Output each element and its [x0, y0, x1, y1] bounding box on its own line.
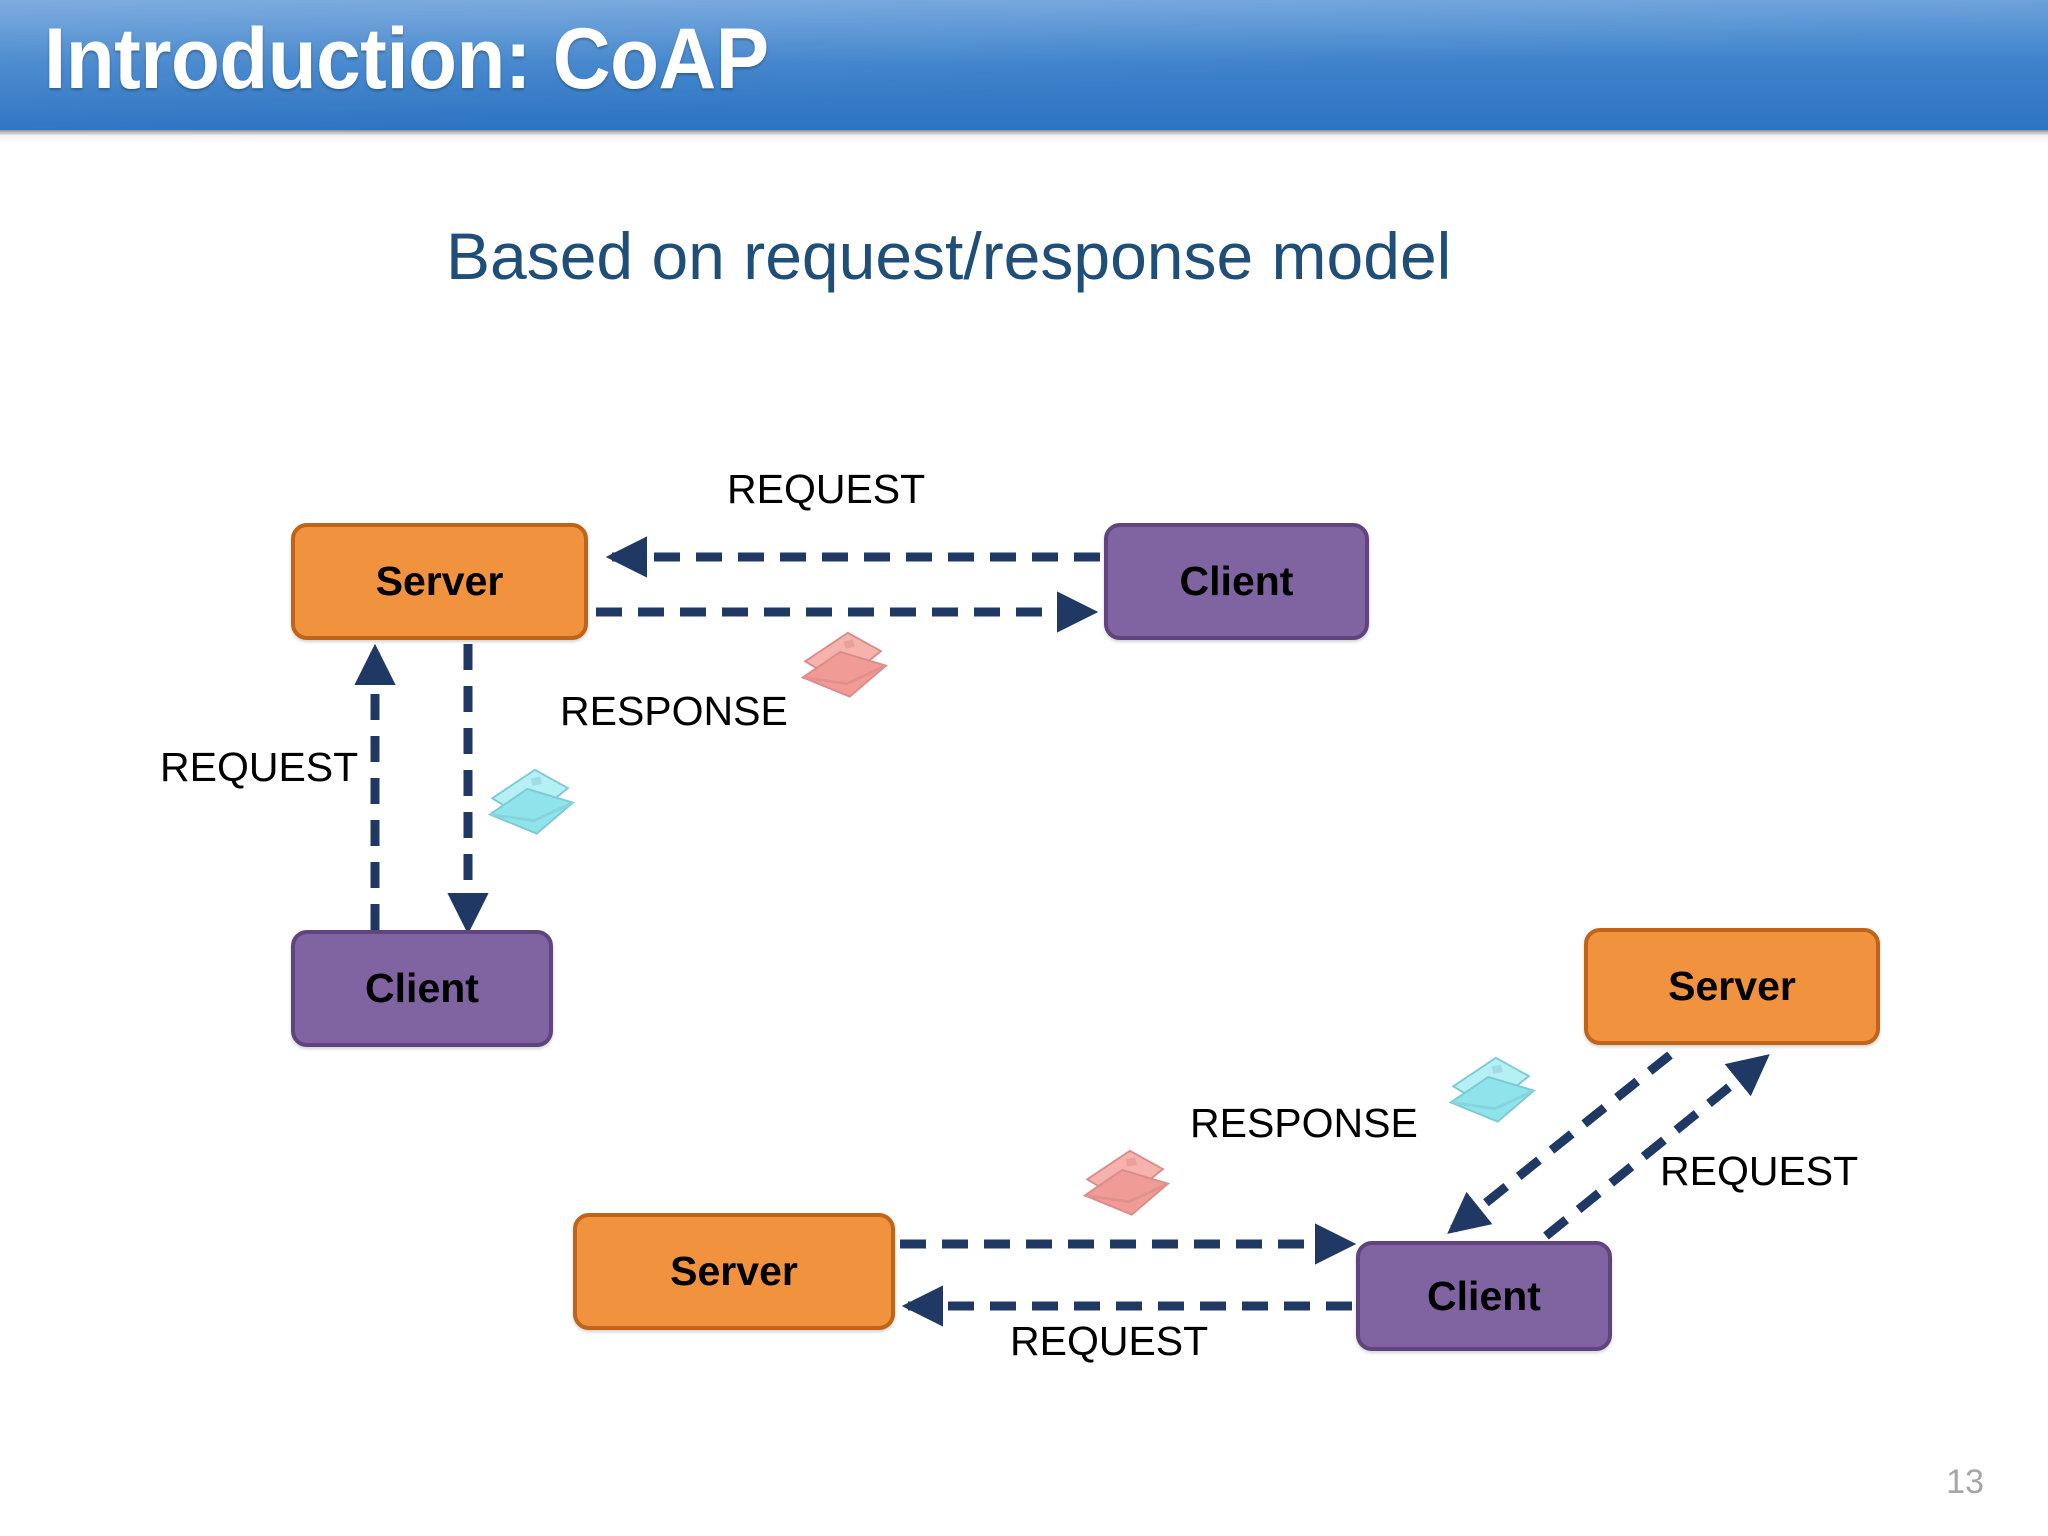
label-left-request: REQUEST [160, 744, 359, 790]
page-number: 13 [1946, 1463, 1984, 1501]
node-label: Client [1427, 1272, 1541, 1319]
node-left-client[interactable]: Client [291, 930, 553, 1047]
label-right-request: REQUEST [1660, 1148, 1859, 1194]
slide-subtitle: Based on request/response model [446, 219, 1452, 293]
label-top-response: RESPONSE [560, 688, 788, 734]
node-top-client[interactable]: Client [1104, 523, 1369, 640]
node-label: Server [1668, 963, 1796, 1009]
label-bottom-request: REQUEST [1010, 1318, 1209, 1364]
arrow-right-request [1543, 1054, 1770, 1240]
slide-title: Introduction: CoAP [44, 11, 769, 107]
title-divider [0, 130, 2048, 135]
node-label: Server [670, 1248, 798, 1294]
node-label: Server [375, 558, 504, 604]
node-bottom-server[interactable]: Server [573, 1213, 895, 1330]
node-label: Client [1179, 558, 1294, 604]
node-top-server[interactable]: Server [291, 523, 588, 640]
node-bottom-client[interactable]: Client [1356, 1241, 1612, 1351]
node-right-server[interactable]: Server [1584, 928, 1880, 1045]
pink-envelope-icon [1070, 1134, 1181, 1232]
cyan-envelope-icon [1436, 1041, 1547, 1139]
pink-envelope-icon [788, 616, 899, 714]
node-label: Client [365, 965, 479, 1011]
title-divider-highlight [0, 135, 2048, 143]
label-bottom-response: RESPONSE [1190, 1100, 1418, 1146]
cyan-envelope-icon [475, 753, 586, 851]
label-top-request: REQUEST [727, 466, 926, 512]
slide-title-bar: Introduction: CoAP [0, 0, 2048, 130]
